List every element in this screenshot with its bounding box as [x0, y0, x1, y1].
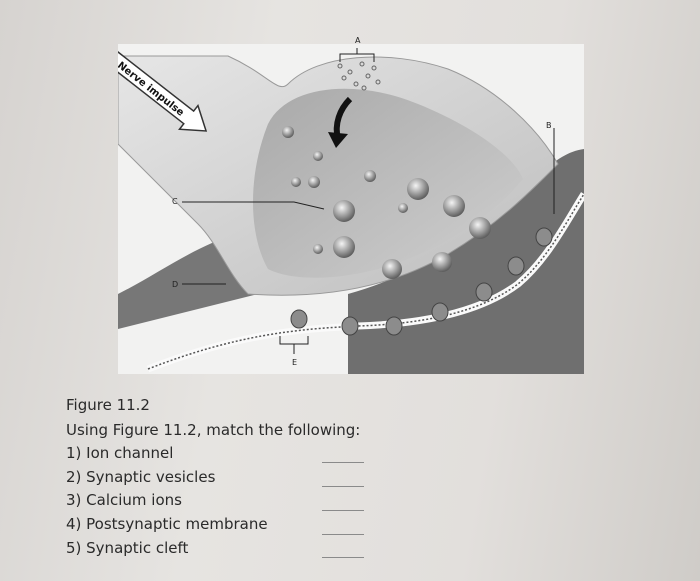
match-item-3: 3) Calcium ions [66, 490, 182, 511]
label-a: A [355, 36, 360, 45]
answer-blank-3[interactable] [322, 510, 364, 511]
answer-blank-1[interactable] [322, 462, 364, 463]
answer-blank-5[interactable] [322, 557, 364, 558]
label-d: D [172, 280, 178, 289]
match-item-2: 2) Synaptic vesicles [66, 467, 215, 488]
match-item-1: 1) Ion channel [66, 443, 173, 464]
answer-blank-2[interactable] [322, 486, 364, 487]
label-e: E [292, 358, 297, 367]
figure-title: Figure 11.2 [66, 395, 150, 416]
label-b: B [546, 121, 552, 130]
label-c: C [172, 197, 178, 206]
instruction-text: Using Figure 11.2, match the following: [66, 420, 360, 441]
synapse-figure: Nerve impulse [118, 44, 584, 374]
match-item-4: 4) Postsynaptic membrane [66, 514, 268, 535]
answer-blank-4[interactable] [322, 534, 364, 535]
match-item-5: 5) Synaptic cleft [66, 538, 188, 559]
